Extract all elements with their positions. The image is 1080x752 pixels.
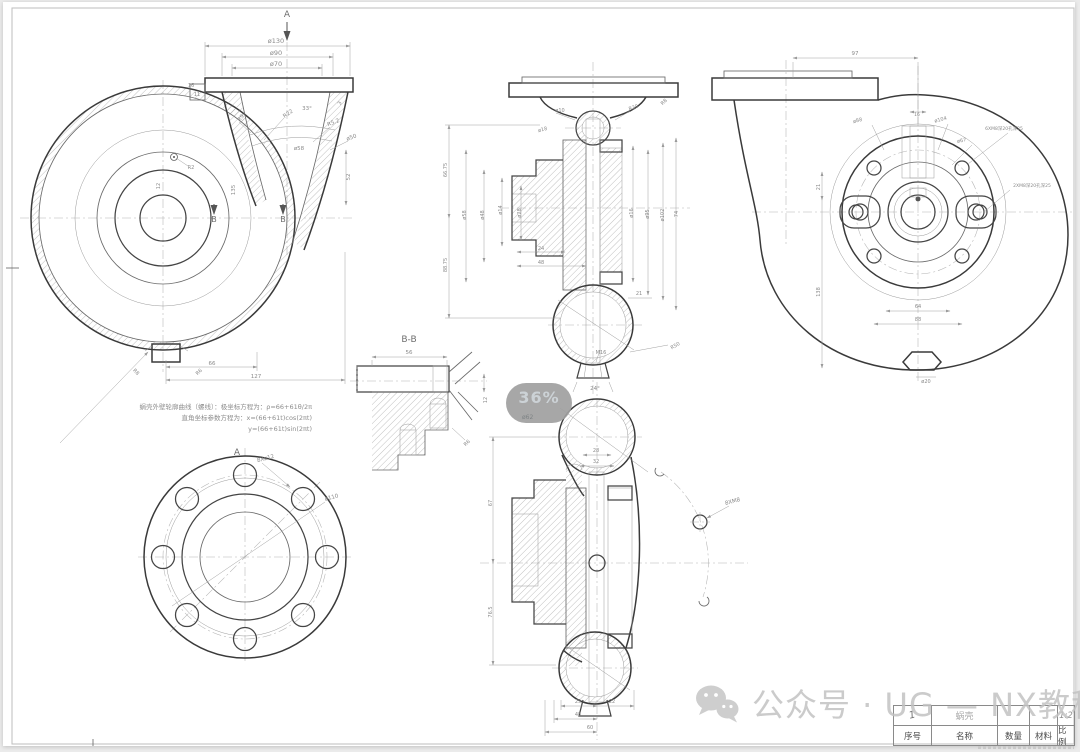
dim-label: 25 (575, 699, 581, 705)
dim-label: 24° (590, 386, 600, 392)
dim-label: 88.75 (443, 258, 449, 272)
dim-label: ø95 (645, 209, 651, 218)
header-name: 名称 (932, 726, 998, 746)
dim-label: R20 (628, 104, 639, 113)
watermark: 公众号 · UG — NX教程 (694, 680, 1080, 726)
engineering-drawing: Aø130ø90ø701611R2233°R5.23ø50ø5852R9135R… (6, 7, 1075, 749)
dim-label: 56 (406, 350, 413, 356)
title-block: 1 蜗壳 1:2 序号 名称 数量 材料 比例 (893, 705, 1075, 746)
dim-label: 97 (852, 51, 859, 57)
dim-label: 127 (251, 374, 262, 380)
dim-label: ø10 (555, 108, 564, 114)
dim-label: ø70 (270, 60, 282, 68)
dim-label: 74 (674, 211, 680, 217)
dim-label: ø102 (660, 209, 666, 222)
dim-label: 138 (816, 287, 822, 297)
dim-label: 135 (231, 184, 237, 195)
dim-label: ø90 (270, 49, 282, 57)
dim-label: 33° (302, 106, 312, 112)
dim-label: R22 (282, 109, 294, 120)
watermark-text: 公众号 · UG — NX教程 (752, 686, 1080, 724)
header-scale: 比例 (1058, 726, 1075, 746)
progress-badge: 36% ø62 (506, 383, 572, 423)
covered-dim-label: ø62 (522, 414, 534, 421)
dim-label: ø48 (480, 210, 486, 219)
dim-label: ø20 (921, 379, 930, 385)
dim-label: R6 (463, 439, 472, 448)
dim-label: R50 (670, 341, 682, 351)
dim-label: B (211, 215, 217, 224)
dim-label: 16 (914, 112, 920, 118)
dim-label: 12 (483, 397, 489, 403)
dim-label: 64 (915, 304, 921, 310)
dim-label: ø58 (462, 210, 468, 219)
part-name: 蜗壳 (955, 712, 974, 722)
dim-label: 直角坐标参数方程为：x=(66+61t)cos(2πt) (181, 413, 312, 422)
dim-label: 52 (346, 174, 352, 181)
part-scale: 1:2 (1059, 710, 1073, 721)
section-bb-detail (350, 351, 487, 471)
dim-label: R2 (188, 165, 195, 171)
flange-view-a (138, 448, 352, 664)
dim-label: R8 (131, 368, 140, 377)
dim-label: 8XM8 (724, 497, 741, 507)
dim-label: ø18 (537, 126, 548, 134)
dim-label: 66.75 (443, 163, 449, 177)
dim-label: 22 (609, 699, 615, 705)
dim-label: ø50 (346, 133, 358, 142)
dim-label: ø104 (934, 116, 948, 125)
dim-label: ø16 (629, 208, 635, 217)
dim-label: ø110 (324, 493, 339, 503)
main-section-view (445, 62, 690, 396)
dim-label: 2XM8深20孔深25 (1013, 182, 1051, 189)
fine-print-smudge (978, 746, 1074, 749)
dim-label: ø67 (957, 137, 967, 145)
dim-label: R6 (195, 368, 204, 377)
dim-label: 32 (593, 459, 599, 465)
dim-label: 76.5 (488, 606, 494, 617)
dim-label: 3 (337, 101, 344, 107)
side-section-view (480, 382, 748, 740)
dim-label: 24 (538, 246, 544, 252)
dim-label: 16 (188, 83, 194, 89)
dim-label: 67 (488, 500, 494, 506)
dim-label: 28 (593, 448, 599, 454)
border-frame (11, 7, 1075, 745)
dim-label: R8 (660, 98, 669, 107)
dim-label: A (234, 448, 241, 458)
dim-label: y=(66+61t)sin(2πt) (248, 425, 312, 433)
dim-label: M16 (596, 350, 607, 356)
dim-label: ø58 (294, 146, 305, 152)
front-volute-view (20, 22, 354, 444)
dim-label: ø88 (852, 117, 863, 125)
dim-label: 48 (575, 712, 581, 718)
dim-label: 21 (636, 291, 642, 297)
header-seq: 序号 (894, 726, 932, 746)
dim-label: R5.2 (327, 118, 341, 128)
dim-label: B (280, 215, 286, 224)
header-material: 材料 (1030, 726, 1058, 746)
dim-label: A (284, 10, 291, 20)
dim-label: 48 (538, 260, 544, 266)
dim-label: 21 (816, 184, 822, 190)
dim-label: 66 (209, 361, 216, 367)
dim-label: 88 (915, 317, 921, 323)
dim-label: 12 (156, 183, 162, 189)
wechat-icon (696, 685, 739, 723)
dim-label: 11 (194, 92, 200, 98)
dim-label: ø130 (268, 37, 284, 45)
dim-label: 60 (587, 725, 593, 731)
dim-label: 6XM8深20孔深25 (985, 125, 1023, 132)
dim-label: ø28 (517, 208, 523, 217)
progress-value: 36% (518, 388, 560, 407)
dim-label: R9 (237, 113, 247, 123)
header-qty: 数量 (998, 726, 1030, 746)
dim-label: 蜗壳外壁轮廓曲线（螺线）：极坐标方程为：ρ=66+61θ/2π (139, 402, 312, 411)
dim-label: ø14 (498, 205, 504, 214)
dim-label: 8Xø12 (256, 454, 275, 464)
rear-view (711, 56, 1072, 382)
dim-label: B-B (401, 335, 416, 345)
